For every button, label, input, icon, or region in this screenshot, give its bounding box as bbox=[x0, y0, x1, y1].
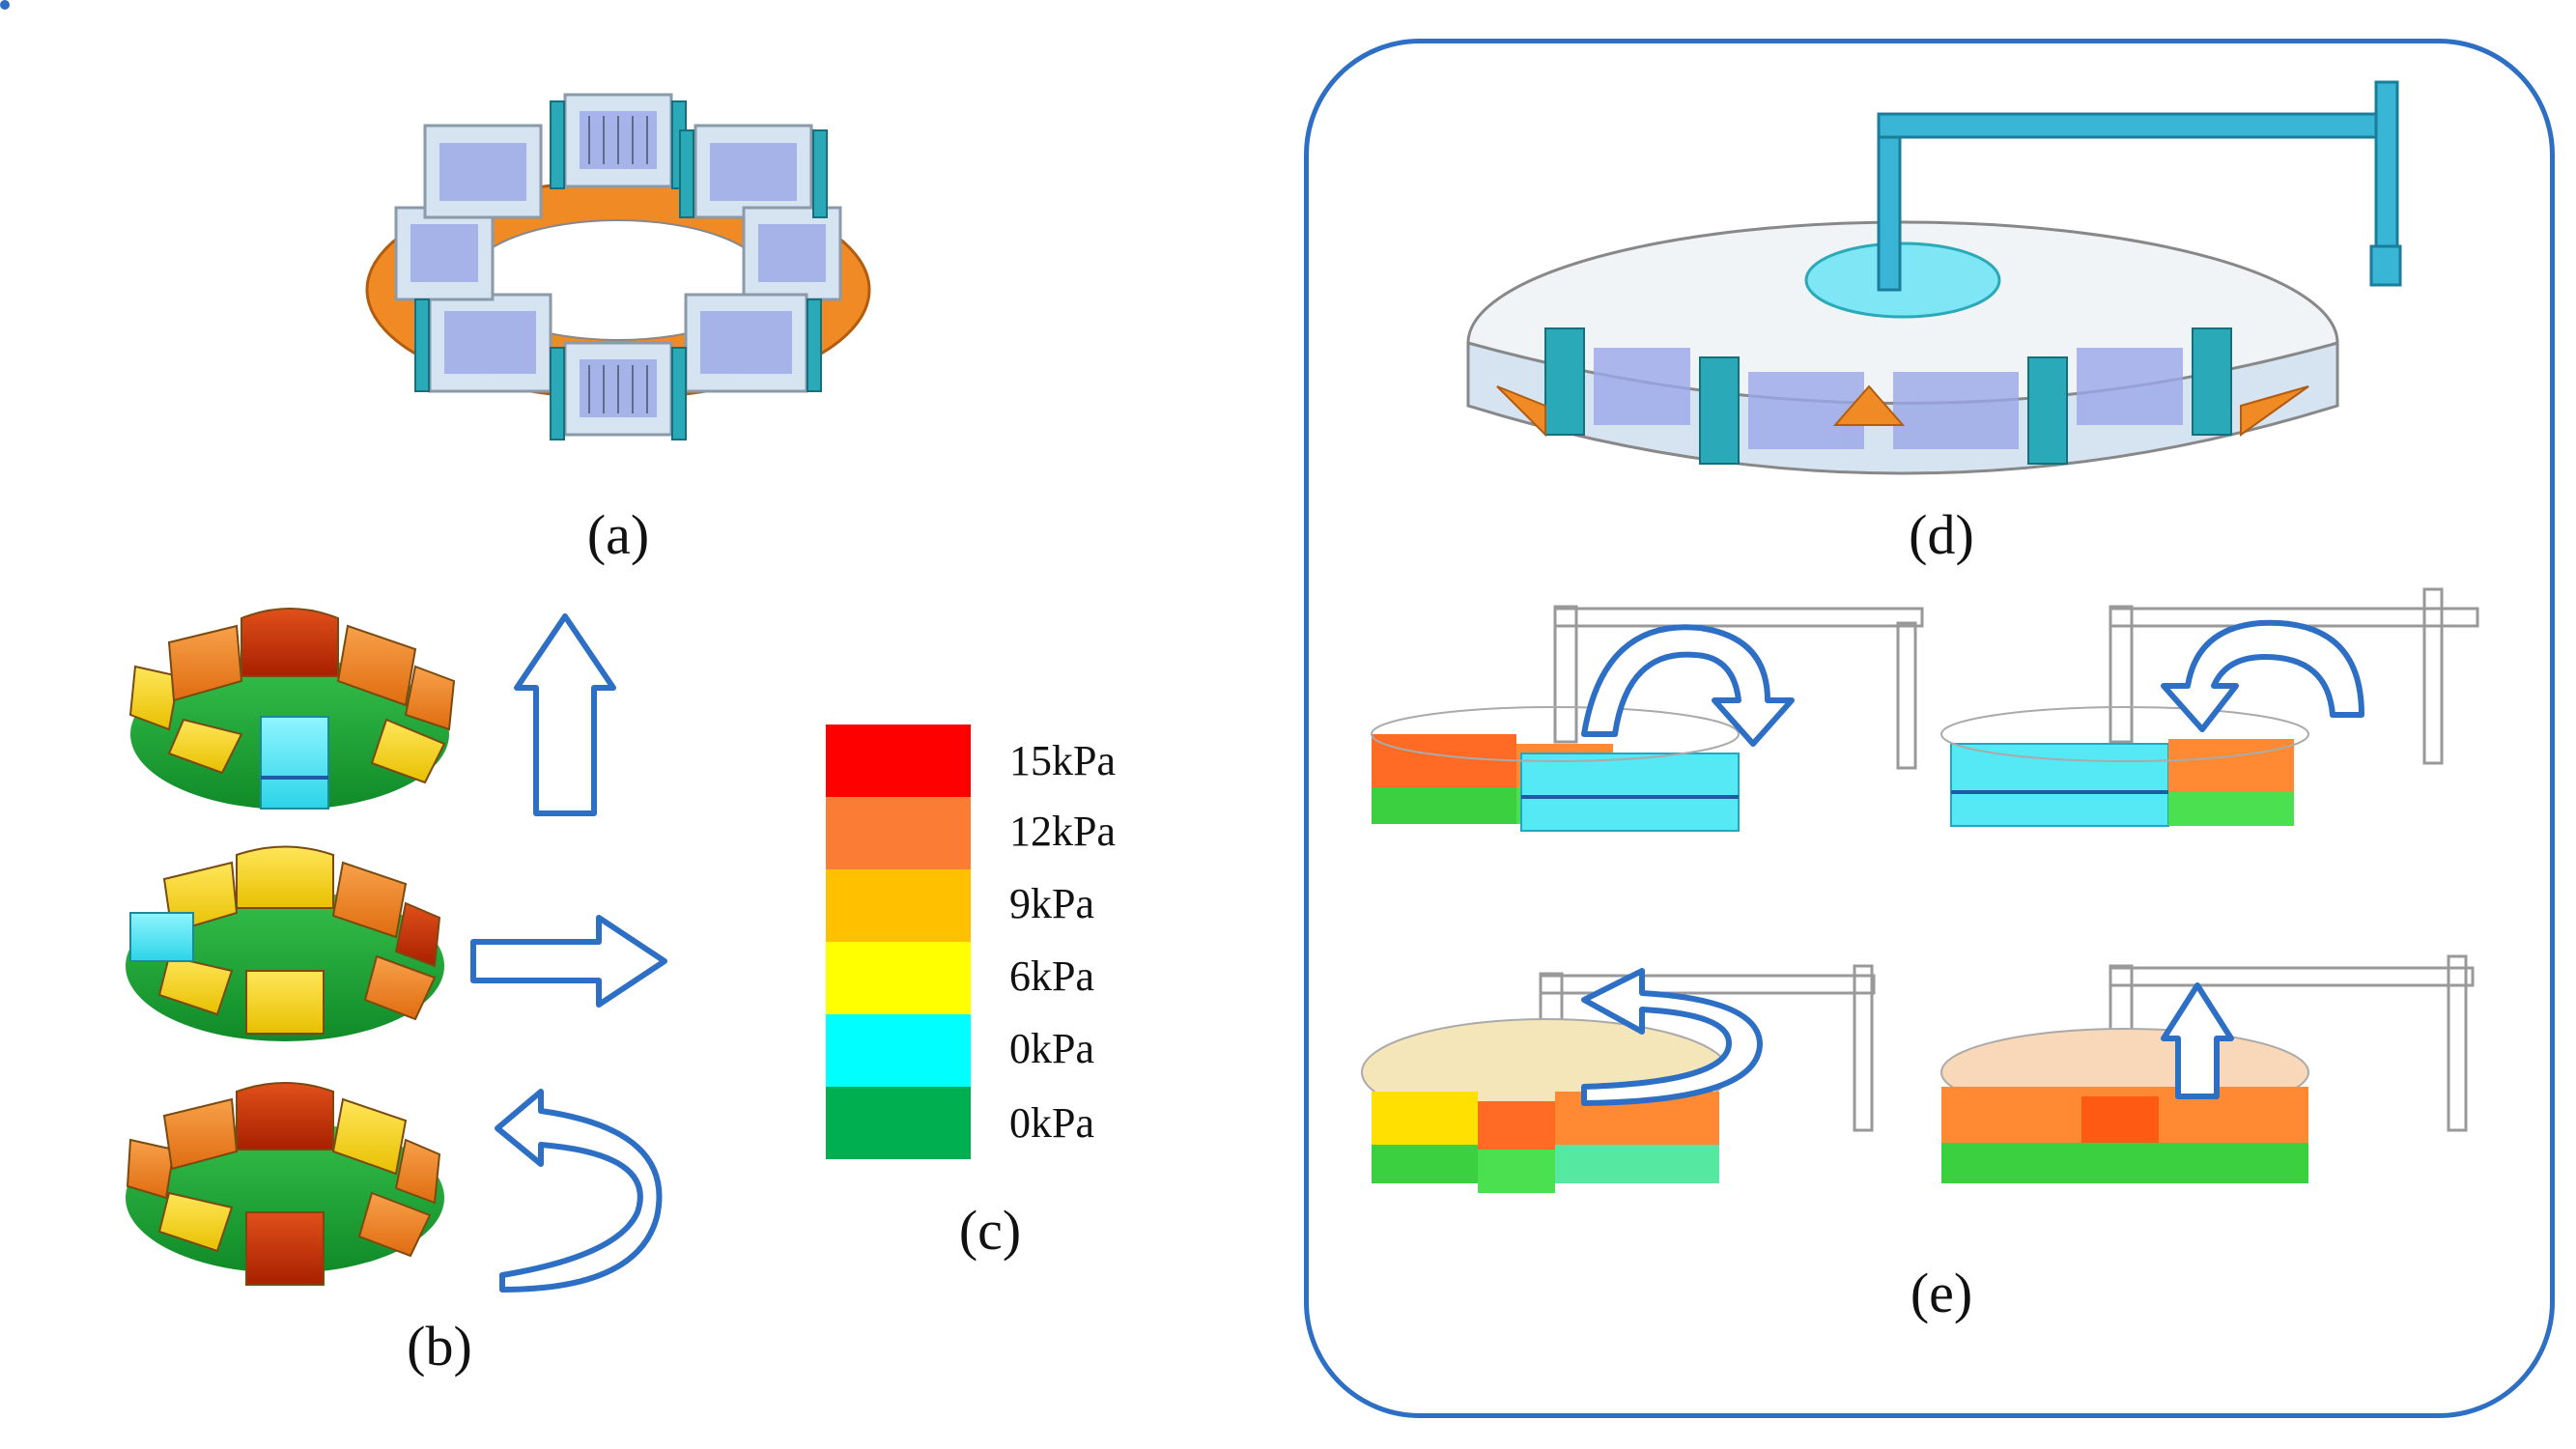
legend-label-3: 6kPa bbox=[1009, 952, 1094, 1000]
gantry-state-translate-left bbox=[1940, 587, 2479, 827]
caption-e: (e) bbox=[1910, 1262, 1973, 1324]
rotate-arrow-e bbox=[1581, 968, 1763, 1106]
caption-d: (d) bbox=[1909, 503, 1974, 566]
legend-swatch-2 bbox=[826, 869, 971, 942]
caption-c: (c) bbox=[958, 1199, 1022, 1262]
ring-state-rotate bbox=[126, 1082, 444, 1286]
gantry-state-translate-right bbox=[1371, 605, 1924, 832]
gantry-ring-d bbox=[1466, 80, 2402, 475]
right-arrow bbox=[470, 915, 667, 1008]
curved-arrow-right bbox=[1581, 624, 1795, 747]
rotate-arrow bbox=[495, 1089, 663, 1293]
legend-swatch-1 bbox=[826, 797, 971, 869]
legend-swatch-3 bbox=[826, 942, 971, 1014]
pressure-legend bbox=[826, 724, 971, 1159]
legend-label-1: 12kPa bbox=[1009, 808, 1116, 855]
gantry-state-rotate bbox=[1361, 964, 1876, 1193]
legend-label-5: 0kPa bbox=[1009, 1099, 1094, 1147]
ring-state-lift bbox=[128, 608, 456, 810]
caption-b: (b) bbox=[407, 1315, 472, 1378]
legend-label-2: 9kPa bbox=[1009, 880, 1094, 927]
legend-swatch-0 bbox=[826, 724, 971, 797]
legend-label-0: 15kPa bbox=[1009, 737, 1116, 784]
ring-actuator-a bbox=[365, 93, 871, 440]
legend-label-4: 0kPa bbox=[1009, 1025, 1094, 1072]
left-panel bbox=[0, 0, 10, 10]
legend-swatch-5 bbox=[826, 1087, 971, 1159]
gantry-state-lift bbox=[1940, 954, 2475, 1183]
caption-a: (a) bbox=[586, 503, 650, 566]
right-panel bbox=[1304, 39, 2555, 1418]
legend-swatch-4 bbox=[826, 1014, 971, 1087]
ring-state-translate bbox=[126, 845, 444, 1041]
lift-arrow-e bbox=[2161, 982, 2234, 1099]
up-arrow bbox=[514, 613, 616, 816]
curved-arrow-left bbox=[2161, 619, 2364, 732]
